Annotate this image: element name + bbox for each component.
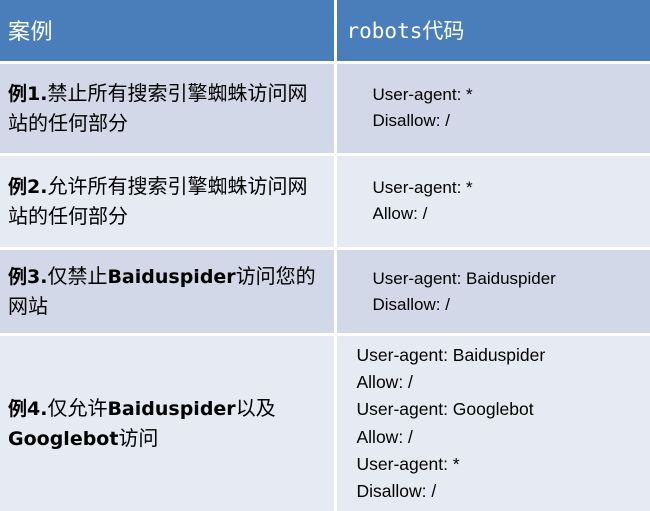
table-header: 案例 robots代码 <box>0 0 650 62</box>
case-index-3: 例3. <box>8 266 48 289</box>
case-cell-4: 例4.仅允许Baiduspider以及 Googlebot访问 <box>0 334 337 511</box>
column-header-robots-code: robots代码 <box>335 0 650 62</box>
code-cell-1: User-agent: * Disallow: / <box>335 62 650 155</box>
table-body: 例1.禁止所有搜索引擎蜘蛛访问网站的任何部分 User-agent: * Dis… <box>0 62 650 511</box>
case-description-2: 允许所有搜索引擎蜘蛛访问网站的任何部分 <box>8 174 308 228</box>
case-description-4-tail: 访问 <box>118 425 159 450</box>
table-row: 例4.仅允许Baiduspider以及 Googlebot访问 User-agen… <box>0 334 650 511</box>
code-cell-2: User-agent: * Allow: / <box>335 154 650 249</box>
case-cell-3: 例3.仅禁止Baiduspider访问您的网站 <box>0 248 337 335</box>
case-description-4-mid: 以及 <box>235 396 276 421</box>
case-cell-1: 例1.禁止所有搜索引擎蜘蛛访问网站的任何部分 <box>0 62 337 155</box>
column-header-case: 案例 <box>0 0 337 62</box>
table-row: 例1.禁止所有搜索引擎蜘蛛访问网站的任何部分 User-agent: * Dis… <box>0 62 650 155</box>
case-keyword-googlebot: Googlebot <box>8 427 119 450</box>
table-header-row: 案例 robots代码 <box>0 0 650 62</box>
code-cell-4: User-agent: Baiduspider Allow: / User-ag… <box>335 334 650 511</box>
case-description-1: 禁止所有搜索引擎蜘蛛访问网站的任何部分 <box>8 81 308 135</box>
case-keyword-baiduspider-2: Baiduspider <box>107 398 236 421</box>
table-row: 例3.仅禁止Baiduspider访问您的网站 User-agent: Baid… <box>0 248 650 335</box>
case-keyword-baiduspider: Baiduspider <box>107 266 236 289</box>
case-cell-2: 例2.允许所有搜索引擎蜘蛛访问网站的任何部分 <box>0 154 337 249</box>
case-index-1: 例1. <box>8 83 48 106</box>
case-description-3-tail: 访问您的网站 <box>8 264 316 318</box>
case-description-3-lead: 仅禁止 <box>47 264 108 289</box>
table-row: 例2.允许所有搜索引擎蜘蛛访问网站的任何部分 User-agent: * All… <box>0 154 650 249</box>
code-cell-3: User-agent: Baiduspider Disallow: / <box>335 248 650 335</box>
case-index-2: 例2. <box>8 176 48 199</box>
case-description-4-lead: 仅允许 <box>47 396 108 421</box>
case-index-4: 例4. <box>8 398 48 421</box>
